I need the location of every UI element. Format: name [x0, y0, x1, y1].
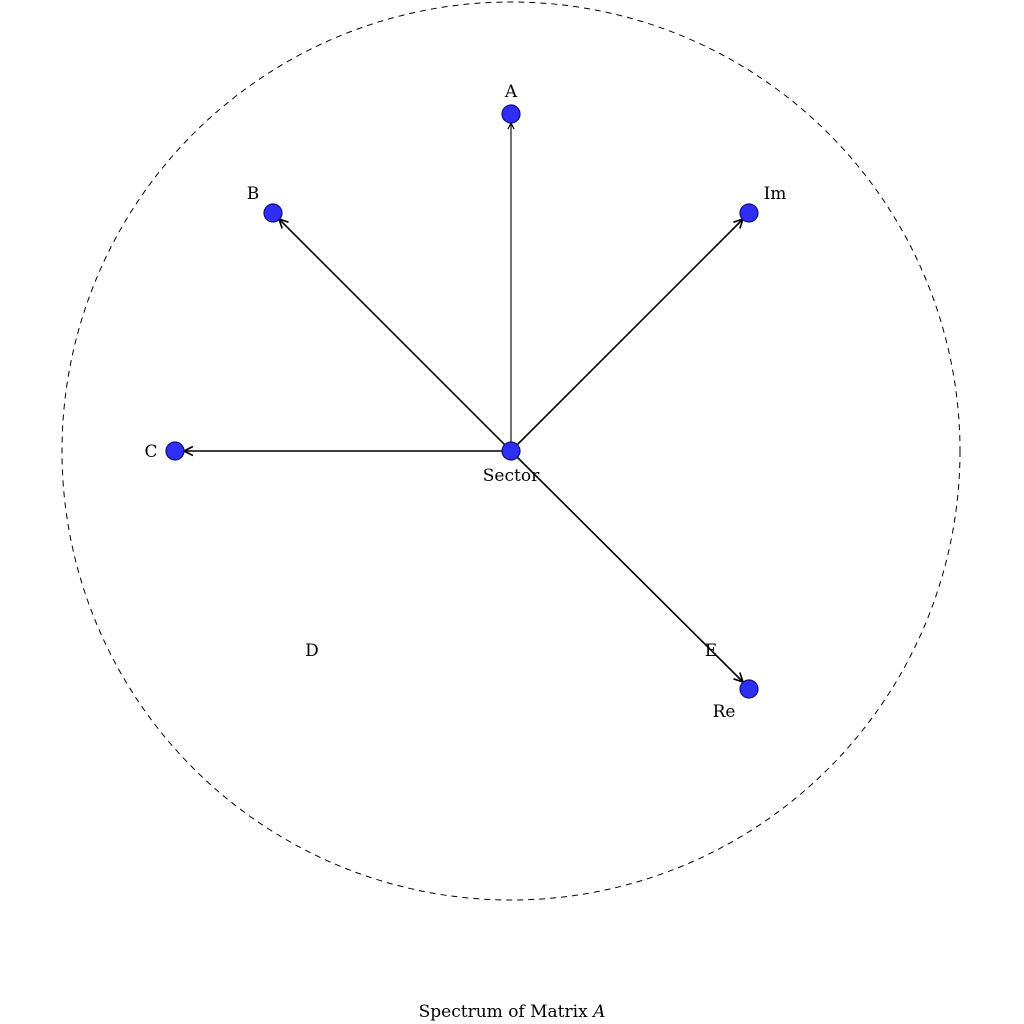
edge-sector-to-re — [510, 450, 743, 682]
node-re[interactable] — [739, 679, 759, 699]
node-b-label: B — [247, 184, 260, 204]
node-a[interactable] — [501, 104, 521, 124]
diagram-caption: Spectrum of Matrix A — [419, 1002, 606, 1022]
node-sector[interactable] — [501, 441, 521, 461]
region-e-label: E — [705, 641, 717, 661]
node-b[interactable] — [263, 203, 283, 223]
caption-text: Spectrum of Matrix — [419, 1002, 588, 1022]
caption-variable: A — [591, 1002, 605, 1022]
node-re-label: Re — [713, 702, 736, 722]
region-d-label: D — [305, 641, 319, 661]
dashed-boundary-circle — [61, 1, 961, 901]
edge-sector-to-im — [510, 219, 743, 452]
node-im[interactable] — [739, 203, 759, 223]
node-c[interactable] — [165, 441, 185, 461]
node-a-label: A — [504, 82, 518, 102]
node-im-label: Im — [764, 184, 787, 204]
node-c-label: C — [144, 442, 157, 462]
edge-sector-to-b — [279, 219, 512, 452]
node-sector-label: Sector — [483, 466, 540, 486]
